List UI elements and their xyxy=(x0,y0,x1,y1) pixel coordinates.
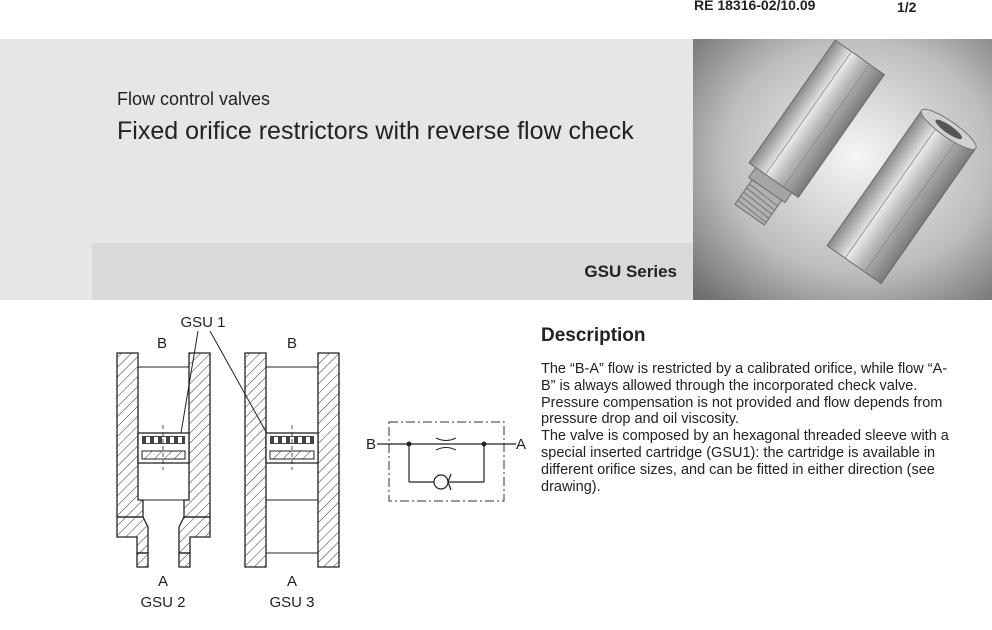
product-photo xyxy=(693,39,992,300)
description-paragraph-2: The valve is composed by an hexagonal th… xyxy=(541,428,949,495)
series-name: GSU Series xyxy=(584,262,677,281)
label-gsu3: GSU 3 xyxy=(269,594,314,611)
page-number: 1/2 xyxy=(897,0,917,15)
title-band: Flow control valves Fixed orifice restri… xyxy=(0,39,693,243)
gsu3-section xyxy=(244,352,340,568)
product-photo-image xyxy=(693,39,992,300)
page-title: Fixed orifice restrictors with reverse f… xyxy=(117,117,634,145)
port-a-right-label: A xyxy=(287,573,297,590)
description-paragraph-1: The “B-A” flow is restricted by a calibr… xyxy=(541,361,948,428)
description-heading: Description xyxy=(541,325,646,346)
symbol-port-a: A xyxy=(516,436,526,453)
document-code: RE 18316-02/10.09 xyxy=(694,0,816,13)
label-gsu1: GSU 1 xyxy=(180,314,225,331)
sectional-drawing: GSU 1 B B xyxy=(116,314,526,611)
port-a-left-label: A xyxy=(158,573,168,590)
label-gsu2: GSU 2 xyxy=(140,594,185,611)
technical-drawing: GSU 1 B B xyxy=(100,305,530,625)
symbol-port-b: B xyxy=(366,436,376,453)
port-b-left-label: B xyxy=(157,335,167,352)
product-category: Flow control valves xyxy=(117,89,271,109)
title-band-edge xyxy=(0,243,92,300)
series-band: GSU Series xyxy=(92,243,693,300)
description-body: The “B-A” flow is restricted by a calibr… xyxy=(541,361,961,495)
port-b-right-label: B xyxy=(287,335,297,352)
gsu2-section xyxy=(116,352,211,568)
hydraulic-symbol: B A xyxy=(366,421,526,502)
